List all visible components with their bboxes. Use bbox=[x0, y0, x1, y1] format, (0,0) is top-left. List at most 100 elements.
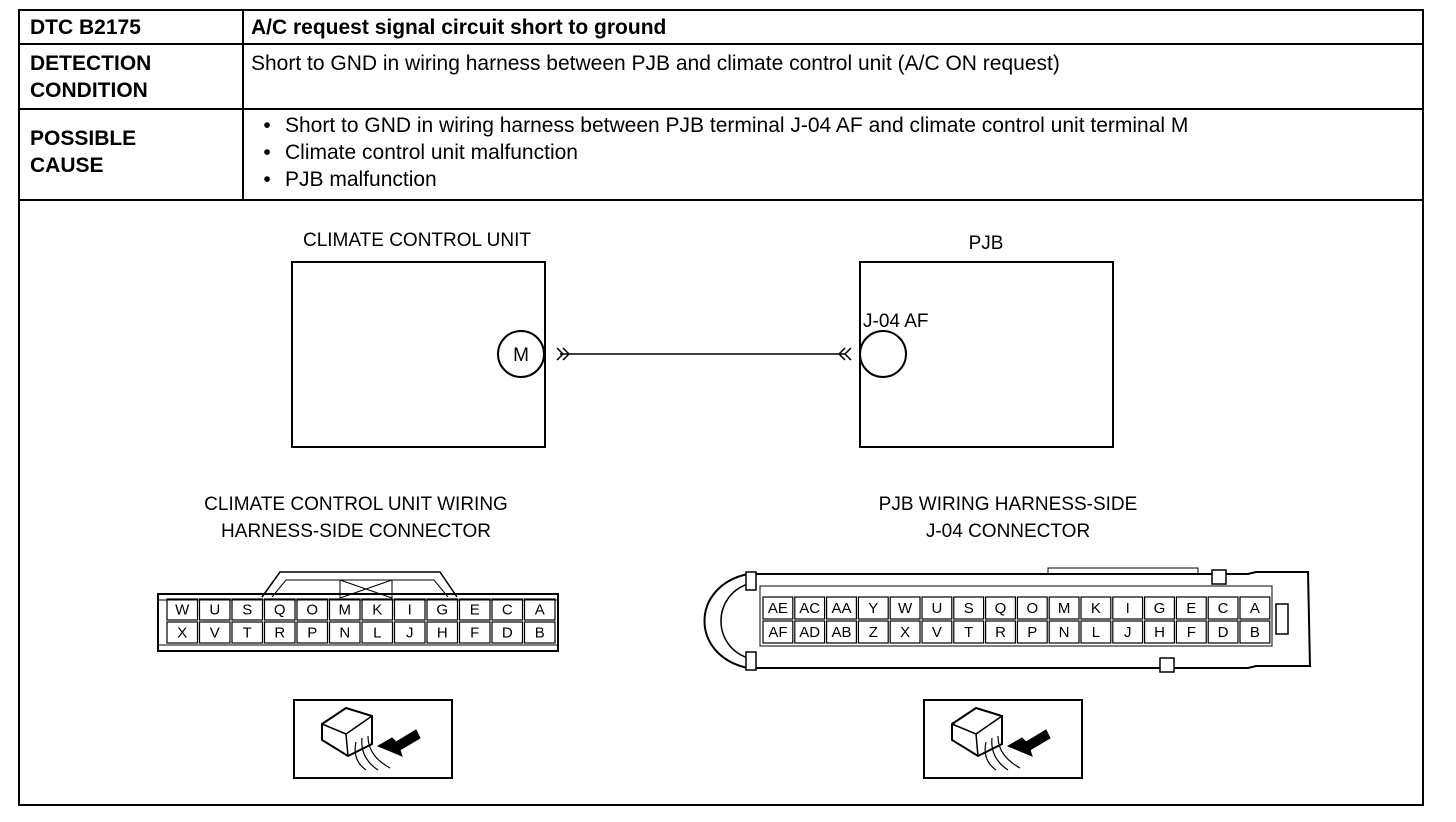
right-connector-terminal-r: R bbox=[995, 624, 1006, 641]
left-connector-cavity bbox=[166, 598, 199, 621]
right-connector-terminal-c: C bbox=[1218, 600, 1229, 617]
right-connector-terminal-g: G bbox=[1154, 600, 1166, 617]
dtc-code: DTC B2175 bbox=[30, 16, 141, 39]
possible-cause-item: Short to GND in wiring harness between P… bbox=[251, 112, 1188, 139]
left-connector-terminal-t: T bbox=[243, 625, 252, 642]
right-connector-cavity bbox=[921, 596, 953, 620]
left-connector-cavity bbox=[523, 598, 556, 621]
right-connector-cavity bbox=[1016, 620, 1048, 644]
right-connector-terminal-h: H bbox=[1154, 624, 1165, 641]
column-divider bbox=[242, 11, 244, 199]
left-connector-terminal-r: R bbox=[274, 625, 285, 642]
right-connector-terminal-t: T bbox=[964, 624, 973, 641]
right-connector-cavity bbox=[1080, 620, 1112, 644]
right-connector-terminal-p: P bbox=[1027, 624, 1037, 641]
right-connector-terminal-b: B bbox=[1250, 624, 1260, 641]
possible-cause-item: Climate control unit malfunction bbox=[251, 139, 1188, 166]
right-connector-cavity bbox=[953, 596, 985, 620]
left-connector-terminal-l: L bbox=[373, 625, 381, 642]
left-connector-terminal-u: U bbox=[209, 602, 220, 619]
right-connector-cavity bbox=[889, 596, 921, 620]
climate-control-unit-box bbox=[291, 261, 546, 448]
left-connector-terminal-b: B bbox=[535, 625, 545, 642]
right-connector-terminal-l: L bbox=[1092, 624, 1100, 641]
right-connector-cavity bbox=[825, 596, 857, 620]
left-connector-cavity bbox=[231, 621, 264, 644]
terminal-j04af-circle bbox=[859, 330, 907, 378]
left-view-direction-icon bbox=[293, 699, 453, 779]
right-connector-cavity bbox=[1016, 596, 1048, 620]
left-connector-cavity bbox=[523, 621, 556, 644]
left-connector-terminal-p: P bbox=[307, 625, 317, 642]
right-connector-terminal-d: D bbox=[1218, 624, 1229, 641]
left-connector-cavity bbox=[263, 621, 296, 644]
left-connector-terminal-o: O bbox=[306, 602, 318, 619]
left-connector-terminal-a: A bbox=[535, 602, 545, 619]
left-connector-cavity bbox=[198, 598, 231, 621]
climate-control-unit-title: CLIMATE CONTROL UNIT bbox=[303, 230, 531, 251]
right-connector-terminal-q: Q bbox=[995, 600, 1007, 617]
terminal-m-label: M bbox=[513, 345, 529, 366]
right-connector-cavity bbox=[794, 596, 826, 620]
right-connector-cavity bbox=[1112, 596, 1144, 620]
right-connector-cavity bbox=[825, 620, 857, 644]
right-connector-terminal-u: U bbox=[931, 600, 942, 617]
dtc-description: A/C request signal circuit short to grou… bbox=[251, 16, 667, 39]
detection-condition-label: DETECTION CONDITION bbox=[30, 52, 152, 102]
right-connector-terminal-ab: AB bbox=[831, 624, 851, 641]
left-connector-terminal-q: Q bbox=[274, 602, 286, 619]
right-connector-terminal-z: Z bbox=[869, 624, 878, 641]
left-connector-cavity bbox=[393, 621, 426, 644]
right-connector-cavity bbox=[794, 620, 826, 644]
right-connector-cavity bbox=[1112, 620, 1144, 644]
left-connector-terminal-e: E bbox=[470, 602, 480, 619]
right-connector-cavity bbox=[921, 620, 953, 644]
left-connector-terminal-f: F bbox=[470, 625, 479, 642]
right-connector-cavity bbox=[984, 620, 1016, 644]
left-connector-cavity bbox=[263, 598, 296, 621]
left-connector-cavity bbox=[231, 598, 264, 621]
right-connector-terminal-s: S bbox=[964, 600, 974, 617]
right-connector-cavity bbox=[1143, 620, 1175, 644]
right-connector-terminal-v: V bbox=[932, 624, 942, 641]
left-connector-terminal-i: I bbox=[408, 602, 412, 619]
pjb-title: PJB bbox=[969, 233, 1004, 254]
right-connector-cavity bbox=[762, 620, 794, 644]
right-connector-terminal-j: J bbox=[1124, 624, 1132, 641]
left-connector-cavity bbox=[328, 598, 361, 621]
right-connector-cavity bbox=[1080, 596, 1112, 620]
left-connector-cavity bbox=[296, 621, 329, 644]
left-connector-terminal-v: V bbox=[210, 625, 220, 642]
harness-wire bbox=[556, 347, 852, 361]
left-connector-cavity bbox=[296, 598, 329, 621]
right-connector-cavity bbox=[1048, 620, 1080, 644]
left-connector-terminal-g: G bbox=[436, 602, 448, 619]
left-connector-terminal-c: C bbox=[502, 602, 513, 619]
left-connector-terminal-h: H bbox=[437, 625, 448, 642]
right-connector-cavity bbox=[984, 596, 1016, 620]
left-connector-cavity bbox=[458, 598, 491, 621]
right-connector-cavity bbox=[1207, 620, 1239, 644]
left-connector-cavity bbox=[458, 621, 491, 644]
right-connector-terminal-f: F bbox=[1187, 624, 1196, 641]
left-connector-cavity bbox=[328, 621, 361, 644]
left-connector-cavity bbox=[426, 598, 459, 621]
left-connector-cavity bbox=[491, 598, 524, 621]
right-connector-cavity bbox=[953, 620, 985, 644]
right-connector-cavity bbox=[857, 620, 889, 644]
right-connector-cavity bbox=[1239, 596, 1271, 620]
left-connector-cavity bbox=[166, 621, 199, 644]
right-connector-cavity bbox=[857, 596, 889, 620]
left-connector-terminal-s: S bbox=[242, 602, 252, 619]
right-connector-terminal-i: I bbox=[1126, 600, 1130, 617]
right-connector-terminal-e: E bbox=[1186, 600, 1196, 617]
left-connector-terminal-j: J bbox=[406, 625, 414, 642]
left-connector-terminal-d: D bbox=[502, 625, 513, 642]
right-connector-title-line1: PJB WIRING HARNESS-SIDE bbox=[879, 494, 1138, 515]
right-connector-terminal-x: X bbox=[900, 624, 910, 641]
dtc-sheet: DTC B2175 A/C request signal circuit sho… bbox=[18, 9, 1424, 806]
right-connector-terminal-k: K bbox=[1091, 600, 1101, 617]
